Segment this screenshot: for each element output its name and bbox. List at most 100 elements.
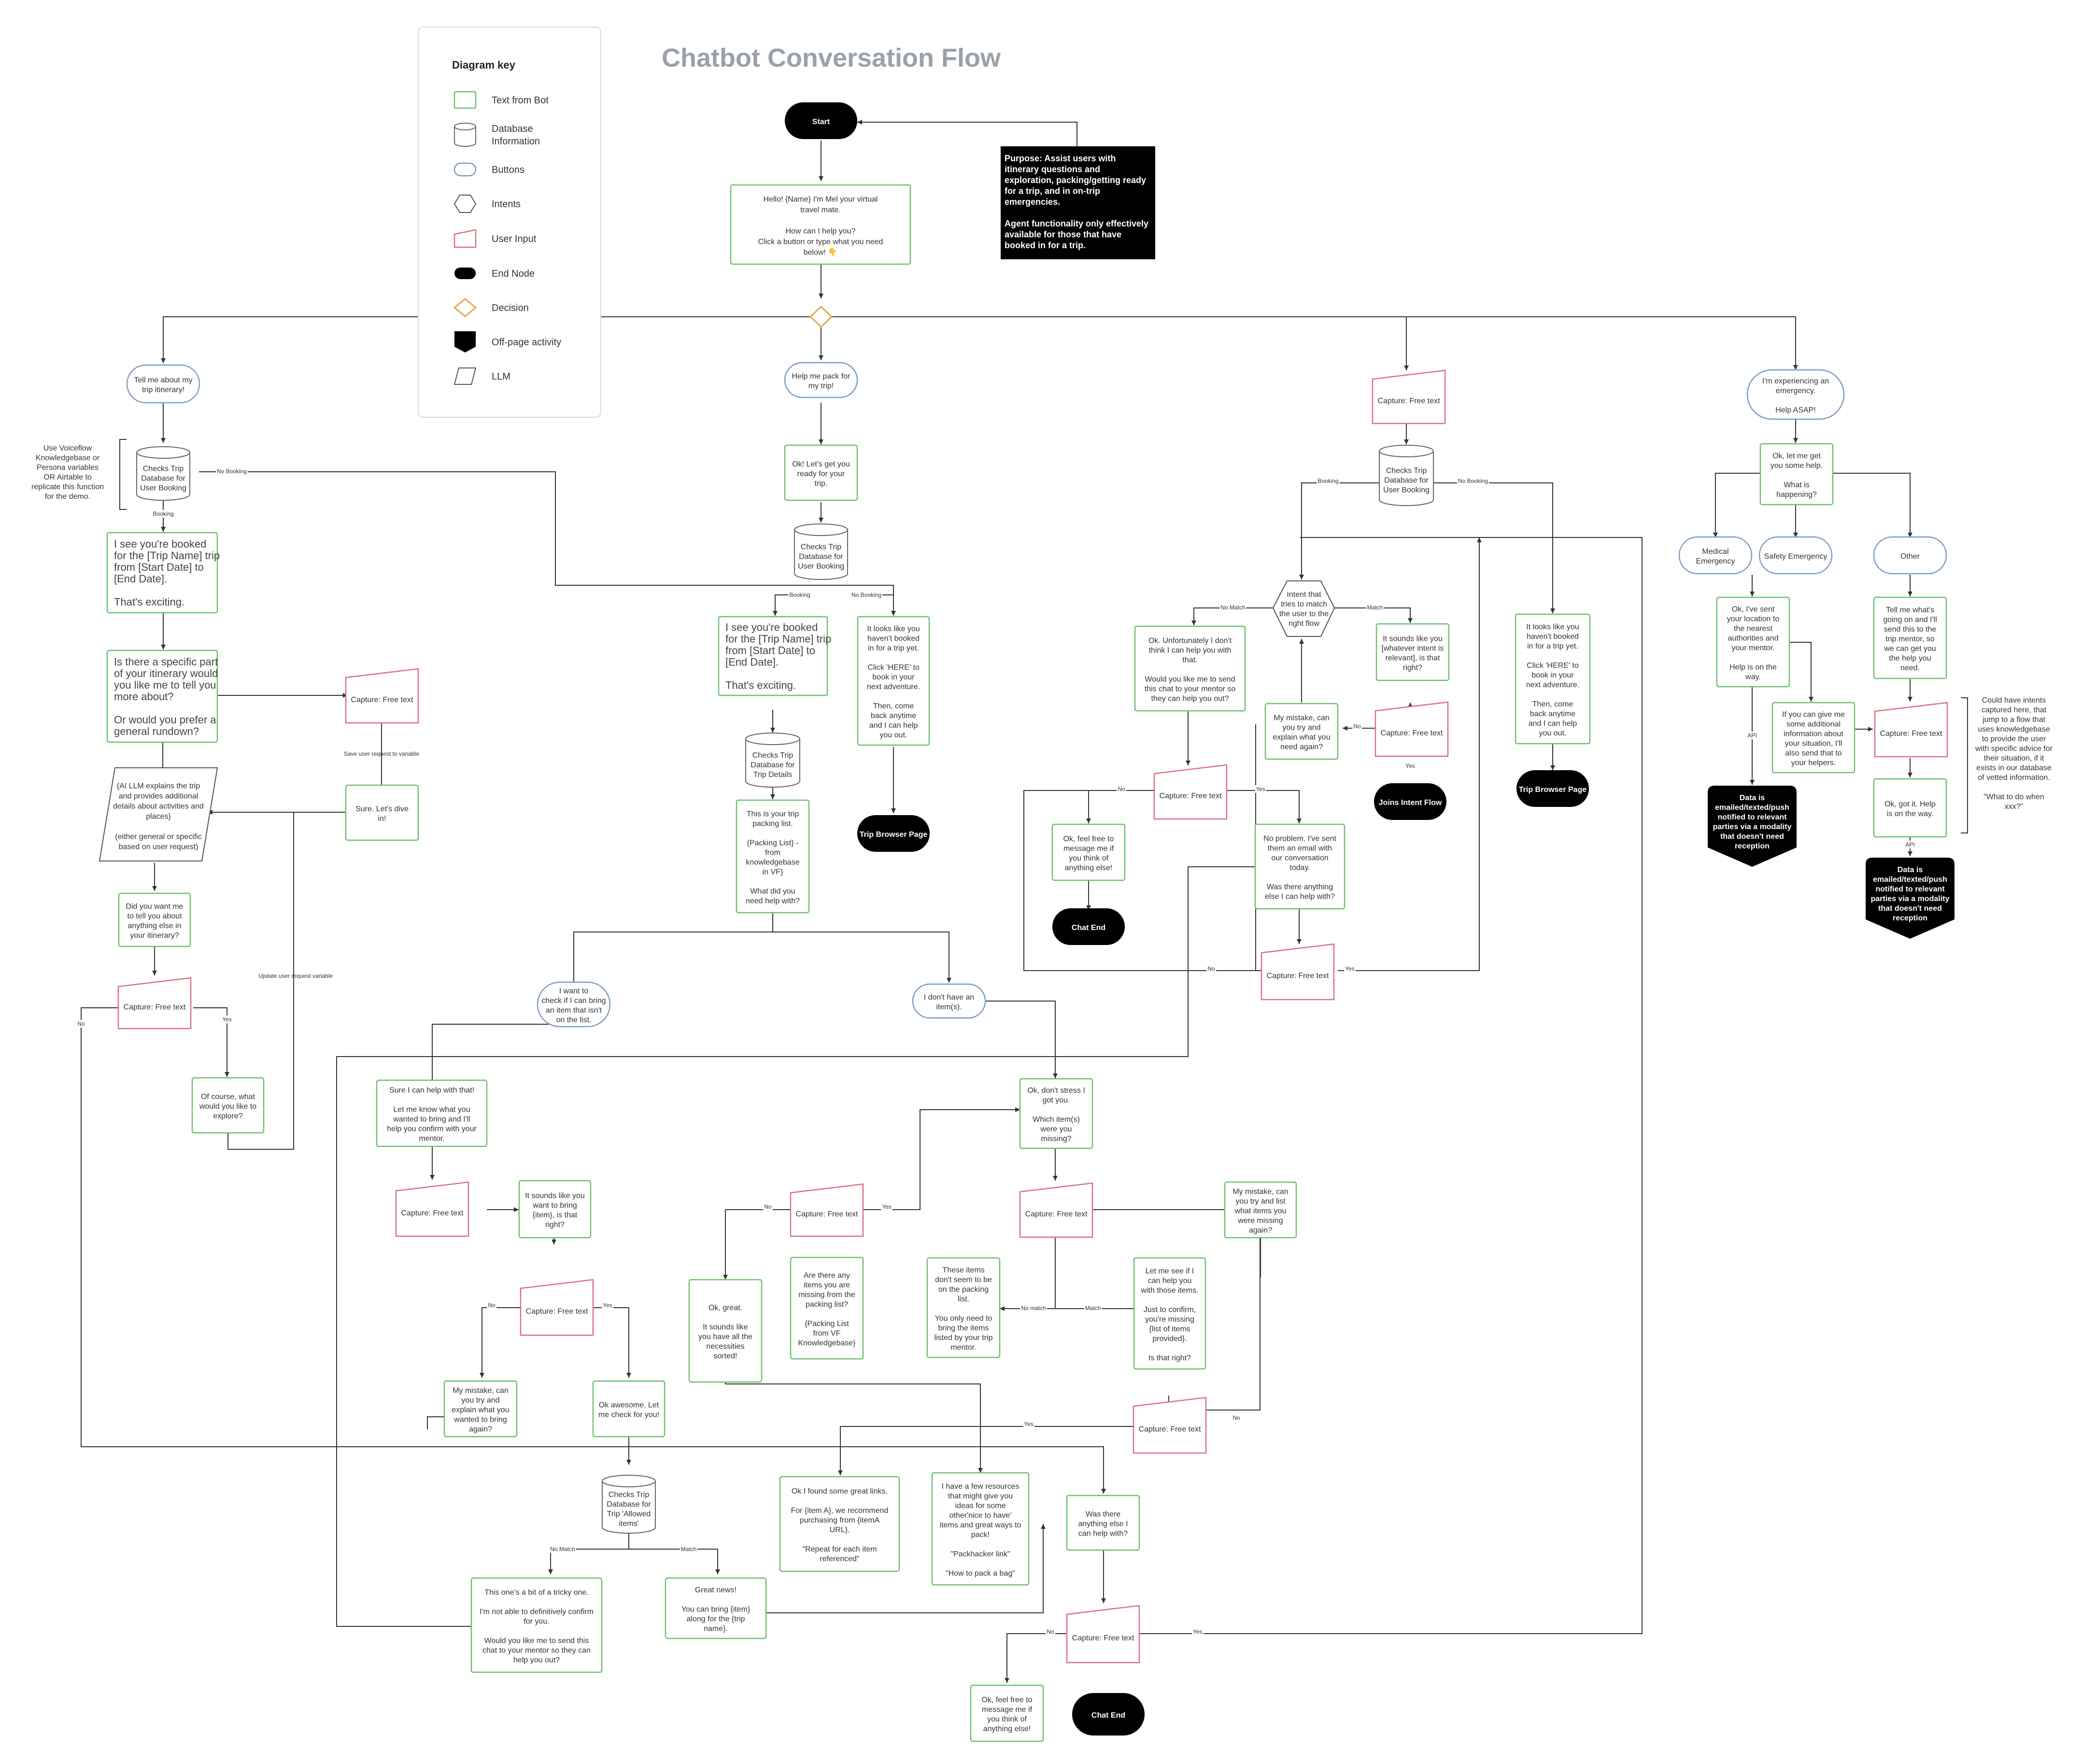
user-input-shape[interactable] [790,1183,864,1237]
cap-item2-input[interactable]: Capture: Free text [520,1279,594,1336]
cap-confirm-input[interactable]: Capture: Free text [1133,1397,1207,1454]
user-input-shape[interactable] [1372,369,1446,424]
button-shape[interactable] [1678,536,1753,575]
user-input-label: Capture: Free text [1378,397,1441,405]
cap-mid-bottom-input[interactable]: Capture: Free text [1261,943,1335,1001]
button-shape[interactable] [784,362,858,398]
edge-label: Booking [1317,478,1338,484]
note-brace [119,439,127,510]
bot-text-box [376,1079,488,1147]
bot-text-box [1066,1495,1140,1551]
user-input-shape[interactable] [1261,943,1335,1001]
edge-label: Yes [603,1302,612,1309]
button-label: Safety Emergency [1764,552,1827,561]
cap-emerg-input[interactable]: Capture: Free text [1874,702,1948,758]
cap-anymissing-input[interactable]: Capture: Free text [790,1183,864,1237]
user-input-shape[interactable] [1153,764,1228,820]
bot-text-box [443,1380,518,1438]
edge-label: No match [1021,1305,1046,1312]
cap-mid-left-input[interactable]: Capture: Free text [1153,764,1228,820]
btn-safety-button[interactable]: Safety Emergency [1758,536,1833,575]
bot-text-box [191,1077,265,1134]
user-input-shape[interactable] [345,668,419,724]
key-item-label: Decision [492,303,529,313]
button-shape[interactable] [1758,536,1833,575]
button-shape[interactable] [912,983,986,1019]
connector [336,864,1264,1627]
edge-label: No Match [1220,604,1245,611]
bot-text: Sure I can help with that! Let me know w… [387,1087,477,1143]
user-input-shape[interactable] [1019,1182,1093,1238]
btn-other-button[interactable]: Other [1873,536,1947,575]
bot-text-box [1716,596,1790,688]
key-database-swatch [454,127,476,147]
user-input-shape[interactable] [1066,1605,1140,1664]
connector [1005,1633,1067,1683]
connector [193,1007,229,1077]
bot-text-box [1134,625,1246,712]
cap-itin-input[interactable]: Capture: Free text [345,668,419,724]
user-input-shape[interactable] [1133,1397,1207,1454]
end-node-label: Trip Browser Page [1519,786,1587,794]
cap-top-input[interactable]: Capture: Free text [1372,369,1446,424]
bot-text-box [1224,1181,1297,1239]
cap-itin2-input[interactable]: Capture: Free text [117,977,192,1030]
llm-shape [99,767,218,861]
user-input-shape[interactable] [520,1279,594,1336]
user-input-shape[interactable] [1874,702,1948,758]
connector [1000,1236,1056,1311]
button-shape[interactable] [537,981,611,1028]
cap-bottom-input[interactable]: Capture: Free text [1066,1605,1140,1664]
bot-text-box [1873,778,1947,838]
user-input-label: Capture: Free text [526,1308,589,1316]
bot-text-box [931,1472,1030,1586]
user-input-shape[interactable] [1374,701,1449,757]
cap-missing-input[interactable]: Capture: Free text [1019,1182,1093,1238]
edge-label: No Match [550,1546,575,1552]
cap-mid-right-input[interactable]: Capture: Free text [1374,701,1449,757]
edge-label-bg [602,1301,613,1309]
tricky-node: This one's a bit of a tricky one. I'm no… [470,1577,603,1673]
user-input-label: Capture: Free text [1025,1210,1088,1218]
edge-label: No [488,1302,496,1309]
end-node-label: Chat End [1072,924,1105,932]
trip-browser2-end-node: Trip Browser Page [1516,770,1589,807]
edge-label: API [1747,732,1756,739]
button-shape[interactable] [126,364,200,404]
user-input-shape[interactable] [117,977,192,1030]
button-shape[interactable] [1746,369,1845,420]
connector [161,316,418,363]
user-input-shape[interactable] [395,1181,469,1237]
user-input-label: Capture: Free text [124,1003,186,1012]
chat-end-bottom-end-node: Chat End [1072,1693,1145,1736]
button-shape[interactable] [1873,536,1947,575]
cap-item-input[interactable]: Capture: Free text [395,1181,469,1237]
end-node-label: Chat End [1091,1711,1125,1720]
